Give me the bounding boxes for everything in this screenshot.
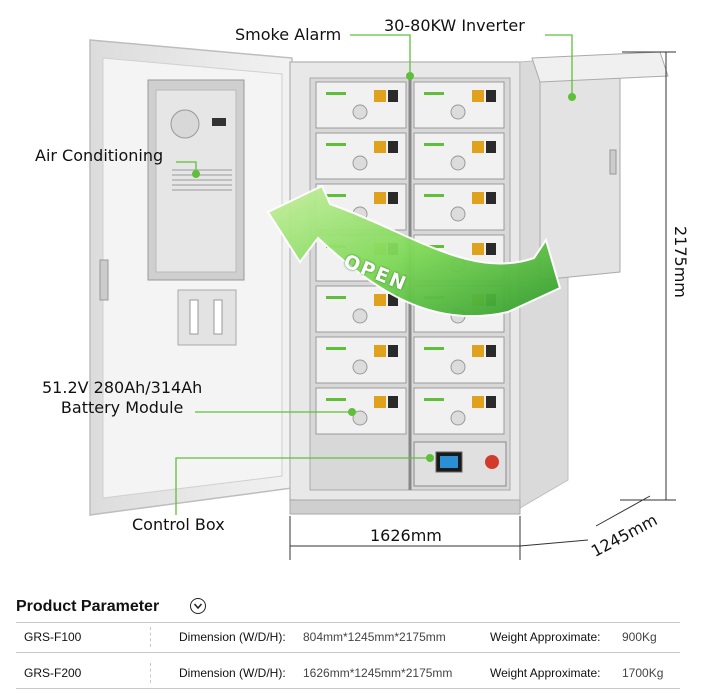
battery-terminal [388,90,398,102]
dimension-label-cell: Dimension (W/D/H): [179,666,286,680]
control-box [413,441,507,487]
weight-value-cell: 1700Kg [622,666,664,680]
inverter-box [531,51,669,281]
battery-vent [450,206,466,222]
battery-indicator [424,194,444,197]
battery-terminal [486,141,496,153]
battery-terminal [374,90,386,102]
battery-module [315,81,407,129]
battery-vent [352,308,368,324]
battery-terminal [374,141,386,153]
width-dimension: 1626mm [370,526,442,545]
battery-indicator [326,92,346,95]
cabinet-door [89,39,293,516]
battery-vent [352,104,368,120]
battery-terminal [388,345,398,357]
battery-vent [352,410,368,426]
air-conditioning-label: Air Conditioning [35,146,164,165]
battery-terminal [472,90,484,102]
dimension-value-cell: 1626mm*1245mm*2175mm [303,666,453,680]
column-divider [150,663,152,683]
battery-terminal [486,90,496,102]
battery-terminal [388,396,398,408]
battery-vent [450,155,466,171]
battery-indicator [424,143,444,146]
battery-indicator [326,347,346,350]
battery-module-label: 51.2V 280Ah/314Ah Battery Module [42,378,202,418]
battery-indicator [424,245,444,248]
battery-name-line: Battery Module [60,398,184,417]
leader-lines [175,34,573,515]
open-arrow [266,184,562,318]
weight-label-cell: Weight Approximate: [490,630,601,644]
inverter-label: 30-80KW Inverter [384,16,525,35]
battery-vent [352,155,368,171]
battery-terminal [486,396,496,408]
cabinet-drawing [89,34,676,560]
smoke-alarm-label: Smoke Alarm [235,25,342,44]
battery-terminal [374,294,386,306]
battery-indicator [424,92,444,95]
table-divider-mid [16,652,680,653]
battery-vent [450,104,466,120]
model-cell: GRS-F200 [24,666,82,680]
battery-terminal [472,396,484,408]
battery-terminal [472,141,484,153]
dimension-value-cell: 804mm*1245mm*2175mm [303,630,446,644]
battery-terminal [486,243,496,255]
product-parameter-section: Product Parameter GRS-F100 Dimension (W/… [0,590,720,694]
battery-indicator [326,194,346,197]
battery-terminal [374,345,386,357]
battery-indicator [326,296,346,299]
battery-terminal [472,192,484,204]
battery-vent [450,359,466,375]
weight-value-cell: 900Kg [622,630,657,644]
model-cell: GRS-F100 [24,630,82,644]
battery-terminal [388,192,398,204]
battery-indicator [424,398,444,401]
table-divider-top [16,622,680,623]
table-row: GRS-F200 Dimension (W/D/H): 1626mm*1245m… [16,659,680,687]
battery-terminal [374,396,386,408]
cabinet-illustration: Smoke Alarm 30-80KW Inverter Air Conditi… [35,16,690,561]
battery-terminal [472,345,484,357]
battery-terminal [486,192,496,204]
battery-vent [450,410,466,426]
battery-indicator [424,347,444,350]
table-row: GRS-F100 Dimension (W/D/H): 804mm*1245mm… [16,623,680,651]
battery-terminal [388,294,398,306]
battery-module [413,81,505,129]
battery-vent [352,359,368,375]
battery-indicator [326,398,346,401]
battery-terminal [472,243,484,255]
dimension-lines [289,51,676,560]
battery-indicator [326,143,346,146]
leader-dots [192,72,576,462]
battery-terminal [486,345,496,357]
dimension-label-cell: Dimension (W/D/H): [179,630,286,644]
product-parameter-title: Product Parameter [16,598,160,615]
battery-terminal [388,141,398,153]
table-divider-bottom [16,688,680,689]
control-box-label: Control Box [132,515,225,534]
chevron-down-icon[interactable] [190,598,206,614]
battery-terminal [374,192,386,204]
battery-spec-line: 51.2V 280Ah/314Ah [42,378,203,397]
weight-label-cell: Weight Approximate: [490,666,601,680]
height-dimension: 2175mm [671,226,690,298]
column-divider [150,627,152,647]
